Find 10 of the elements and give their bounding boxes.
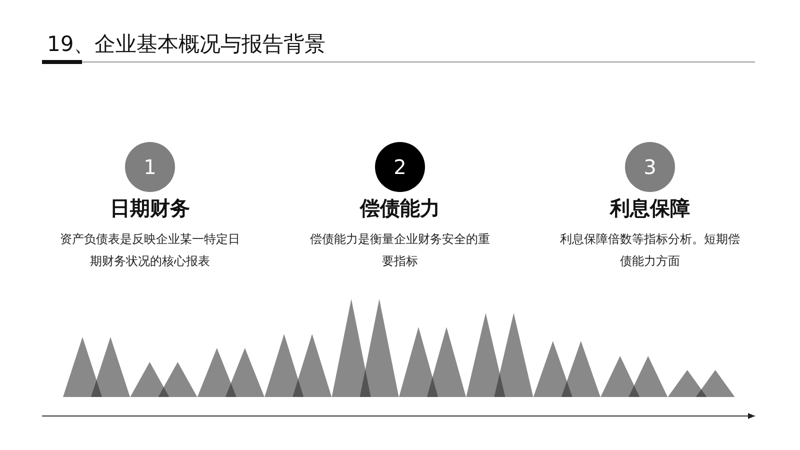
item-description: 利息保障倍数等指标分析。短期偿债能力方面 xyxy=(559,231,741,270)
number-circle: 3 xyxy=(625,142,675,192)
item-heading: 日期财务 xyxy=(109,195,191,221)
slide-title: 19、企业基本概况与报告背景 xyxy=(47,31,326,58)
item-description: 偿债能力是衡量企业财务安全的重要指标 xyxy=(309,231,491,270)
item-heading: 偿债能力 xyxy=(358,195,441,221)
item-description: 资产负债表是反映企业某一特定日期财务状况的核心报表 xyxy=(59,231,241,270)
number-circle: 1 xyxy=(125,142,175,192)
number-circle: 2 xyxy=(375,142,425,192)
item-heading: 利息保障 xyxy=(608,195,691,221)
